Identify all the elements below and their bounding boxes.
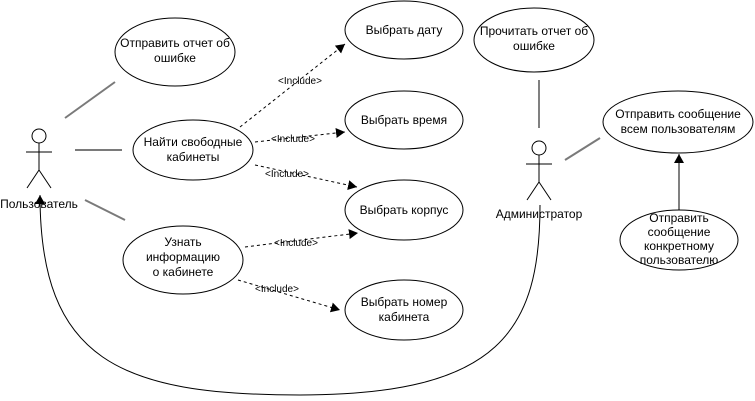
svg-text:пользователю: пользователю (640, 253, 719, 267)
svg-text:Выбрать корпус: Выбрать корпус (360, 203, 449, 217)
include-date-arrow (239, 43, 346, 128)
actor-user-label: Пользователь (0, 197, 78, 211)
actor-admin-label: Администратор (496, 207, 583, 221)
assoc-user-report (64, 81, 116, 119)
svg-text:Выбрать дату: Выбрать дату (366, 23, 443, 37)
actor-admin: Администратор (496, 140, 583, 221)
stick-figure-icon (26, 128, 52, 189)
assoc-user-learn (84, 199, 126, 221)
svg-text:кабинеты: кабинеты (167, 150, 220, 164)
svg-text:Найти свободные: Найти свободные (144, 135, 243, 149)
include-label-date: <Include> (278, 76, 322, 87)
svg-text:Прочитать отчет об: Прочитать отчет об (480, 24, 588, 38)
svg-text:Узнать: Узнать (164, 235, 201, 249)
assoc-admin-msg-all (564, 137, 601, 161)
svg-text:Отправить сообщение: Отправить сообщение (615, 107, 741, 121)
usecase-read-report: Прочитать отчет об ошибке (473, 7, 595, 73)
admin-user-curve (35, 194, 541, 396)
usecase-choose-time: Выбрать время (344, 90, 464, 150)
usecase-choose-building: Выбрать корпус (344, 179, 464, 241)
usecase-choose-room-number: Выбрать номер кабинета (344, 279, 464, 341)
usecase-report-error: Отправить отчет об ошибке (114, 17, 236, 87)
include-label-building-2: <Include> (274, 238, 318, 249)
svg-text:всем пользователям: всем пользователям (621, 122, 736, 136)
usecase-learn-room: Узнать информацию о кабинете (122, 225, 244, 295)
svg-text:Отправить отчет об: Отправить отчет об (120, 36, 230, 50)
usecase-message-one: Отправить сообщение конкретному пользова… (619, 209, 739, 271)
stick-figure-icon (526, 140, 552, 201)
usecase-message-all: Отправить сообщение всем пользователям (602, 90, 754, 154)
include-building-arrow-2 (244, 229, 359, 248)
svg-text:о кабинете: о кабинете (153, 265, 214, 279)
include-label-number: <Include> (255, 284, 299, 295)
actor-user: Пользователь (0, 128, 78, 211)
svg-text:информацию: информацию (146, 250, 220, 264)
usecase-choose-date: Выбрать дату (344, 0, 464, 60)
svg-text:Выбрать время: Выбрать время (361, 113, 447, 127)
include-building-arrow-1 (254, 164, 358, 190)
svg-text:конкретному: конкретному (644, 239, 714, 253)
svg-text:ошибке: ошибке (154, 51, 196, 65)
svg-text:кабинета: кабинета (379, 310, 430, 324)
svg-text:ошибке: ошибке (513, 39, 555, 53)
usecase-find-rooms: Найти свободные кабинеты (132, 119, 254, 181)
include-label-time: <Include> (271, 134, 315, 145)
svg-text:Отправить: Отправить (649, 211, 709, 225)
svg-text:Выбрать номер: Выбрать номер (361, 295, 448, 309)
svg-text:сообщение: сообщение (648, 225, 711, 239)
include-label-building-1: <Include> (265, 169, 309, 180)
